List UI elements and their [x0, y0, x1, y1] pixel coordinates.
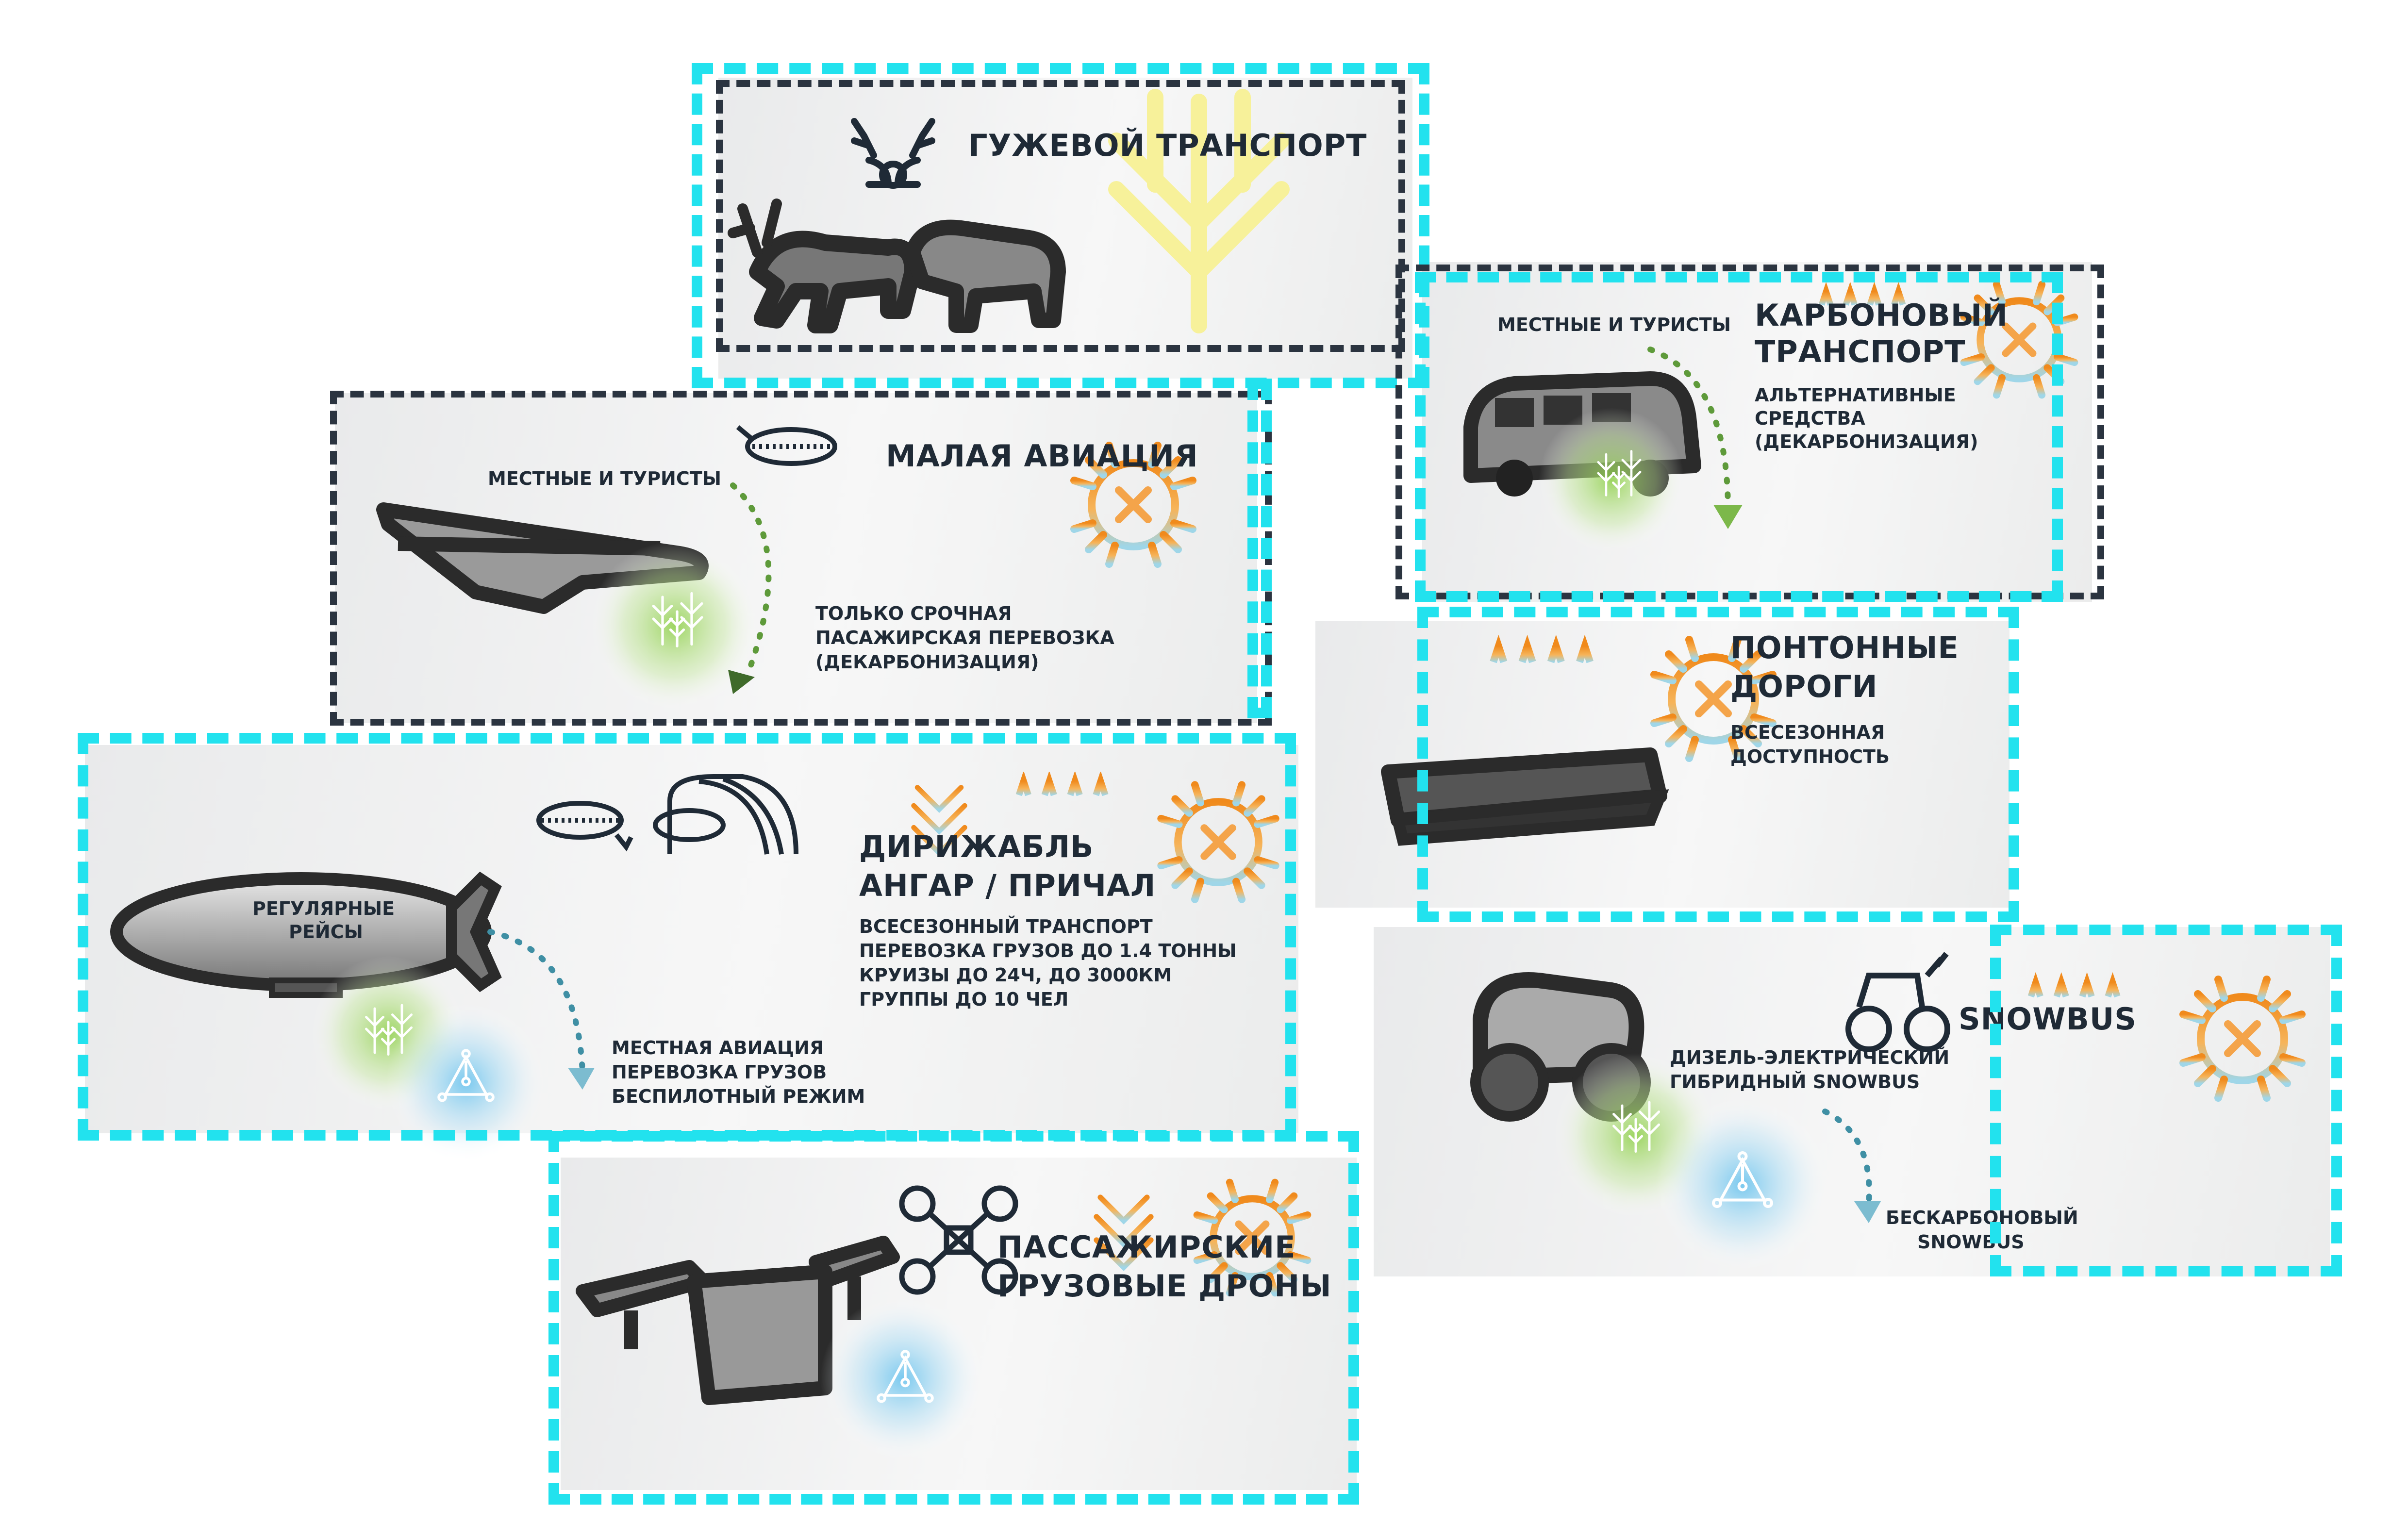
gear-cross-icon	[2179, 976, 2306, 1102]
desc-pontoon-line2: ДОСТУПНОСТЬ	[1730, 746, 1890, 767]
airship-label-line2: РЕЙСЫ	[289, 921, 363, 943]
fence-icon	[1488, 646, 1613, 762]
yellow-tree-icon	[1108, 89, 1290, 333]
card-title-airship-line1: ДИРИЖАБЛЬ	[859, 829, 1094, 864]
card-title-small-aviation: МАЛАЯ АВИАЦИЯ	[886, 438, 1198, 474]
quadcopter-icon	[899, 1185, 1018, 1295]
flow-arrow	[730, 482, 772, 678]
arrow-head	[1713, 505, 1743, 529]
desc-airship-line3: КРУИЗЫ ДО 24Ч, ДО 3000КМ	[859, 964, 1172, 986]
horse-photo	[905, 219, 1066, 333]
extra-airship-line2: ПЕРЕВОЗКА ГРУЗОВ	[612, 1061, 827, 1083]
arrow-head	[568, 1068, 595, 1090]
desc-aviation-line3: (ДЕКАРБОНИЗАЦИЯ)	[815, 651, 1039, 673]
users-label-carbon: МЕСТНЫЕ И ТУРИСТЫ	[1497, 314, 1731, 335]
desc-pontoon-line1: ВСЕСЕЗОННАЯ	[1730, 722, 1885, 743]
desc-airship-line4: ГРУППЫ ДО 10 ЧЕЛ	[859, 989, 1069, 1010]
card-title-drones-line2: ГРУЗОВЫЕ ДРОНЫ	[997, 1268, 1332, 1304]
tractor-icon	[1845, 952, 1950, 1052]
desc-carbon-line1: АЛЬТЕРНАТИВНЫЕ	[1755, 384, 1956, 406]
users-label-aviation: МЕСТНЫЕ И ТУРИСТЫ	[488, 468, 722, 489]
reindeer-photo	[728, 199, 921, 333]
airship-mast-icon	[536, 801, 633, 852]
desc-snowbus-line1: ДИЗЕЛЬ-ЭЛЕКТРИЧЕСКИЙ	[1670, 1047, 1950, 1068]
blue-halo	[1655, 1097, 1830, 1272]
extra-snowbus-line1: БЕСКАРБОНОВЫЙ	[1886, 1207, 2078, 1228]
airship-label-line1: РЕГУЛЯРНЫЕ	[252, 898, 395, 919]
card-title-drones-line1: ПАССАЖИРСКИЕ	[997, 1229, 1296, 1265]
flow-arrow	[1822, 1109, 1872, 1207]
card-title-pontoon-line2: ДОРОГИ	[1730, 669, 1878, 704]
extra-airship-line1: МЕСТНАЯ АВИАЦИЯ	[612, 1037, 824, 1059]
card-title-snowbus: SNOWBUS	[1959, 1001, 2137, 1037]
card-title-carbon-line1: КАРБОНОВЫЙ	[1755, 298, 2009, 333]
blue-halo	[386, 1002, 546, 1162]
desc-airship-line2: ПЕРЕВОЗКА ГРУЗОВ ДО 1.4 ТОННЫ	[859, 940, 1237, 961]
arrow-head	[728, 670, 755, 694]
arrow-head	[1854, 1201, 1881, 1223]
reindeer-antlers-icon	[851, 118, 935, 189]
extra-snowbus-line2: SNOWBUS	[1917, 1231, 2025, 1253]
desc-airship-line1: ВСЕСЕЗОННЫЙ ТРАНСПОРТ	[859, 916, 1153, 937]
desc-snowbus-line2: ГИБРИДНЫЙ SNOWBUS	[1670, 1071, 1920, 1093]
green-halo	[1539, 408, 1684, 553]
green-halo	[590, 541, 760, 711]
card-title-pontoon-line1: ПОНТОННЫЕ	[1730, 630, 1959, 665]
card-title-horse-transport: ГУЖЕВОЙ ТРАНСПОРТ	[968, 128, 1367, 163]
desc-aviation-line2: ПАСАЖИРСКАЯ ПЕРЕВОЗКА	[815, 627, 1114, 648]
desc-carbon-line2: СРЕДСТВА	[1755, 408, 1865, 429]
card-title-carbon-line2: ТРАНСПОРТ	[1755, 334, 1966, 369]
gear-cross-icon	[1157, 781, 1279, 903]
desc-aviation-line1: ТОЛЬКО СРОЧНАЯ	[815, 603, 1012, 624]
card-title-airship-line2: АНГАР / ПРИЧАЛ	[859, 868, 1156, 903]
pontoon-photo	[1381, 747, 1669, 846]
desc-carbon-line3: (ДЕКАРБОНИЗАЦИЯ)	[1755, 431, 1978, 452]
extra-airship-line3: БЕСПИЛОТНЫЙ РЕЖИМ	[612, 1086, 865, 1107]
hangar-icon	[653, 774, 798, 855]
drone-photo	[576, 1236, 900, 1405]
airship-small-icon	[736, 425, 837, 466]
